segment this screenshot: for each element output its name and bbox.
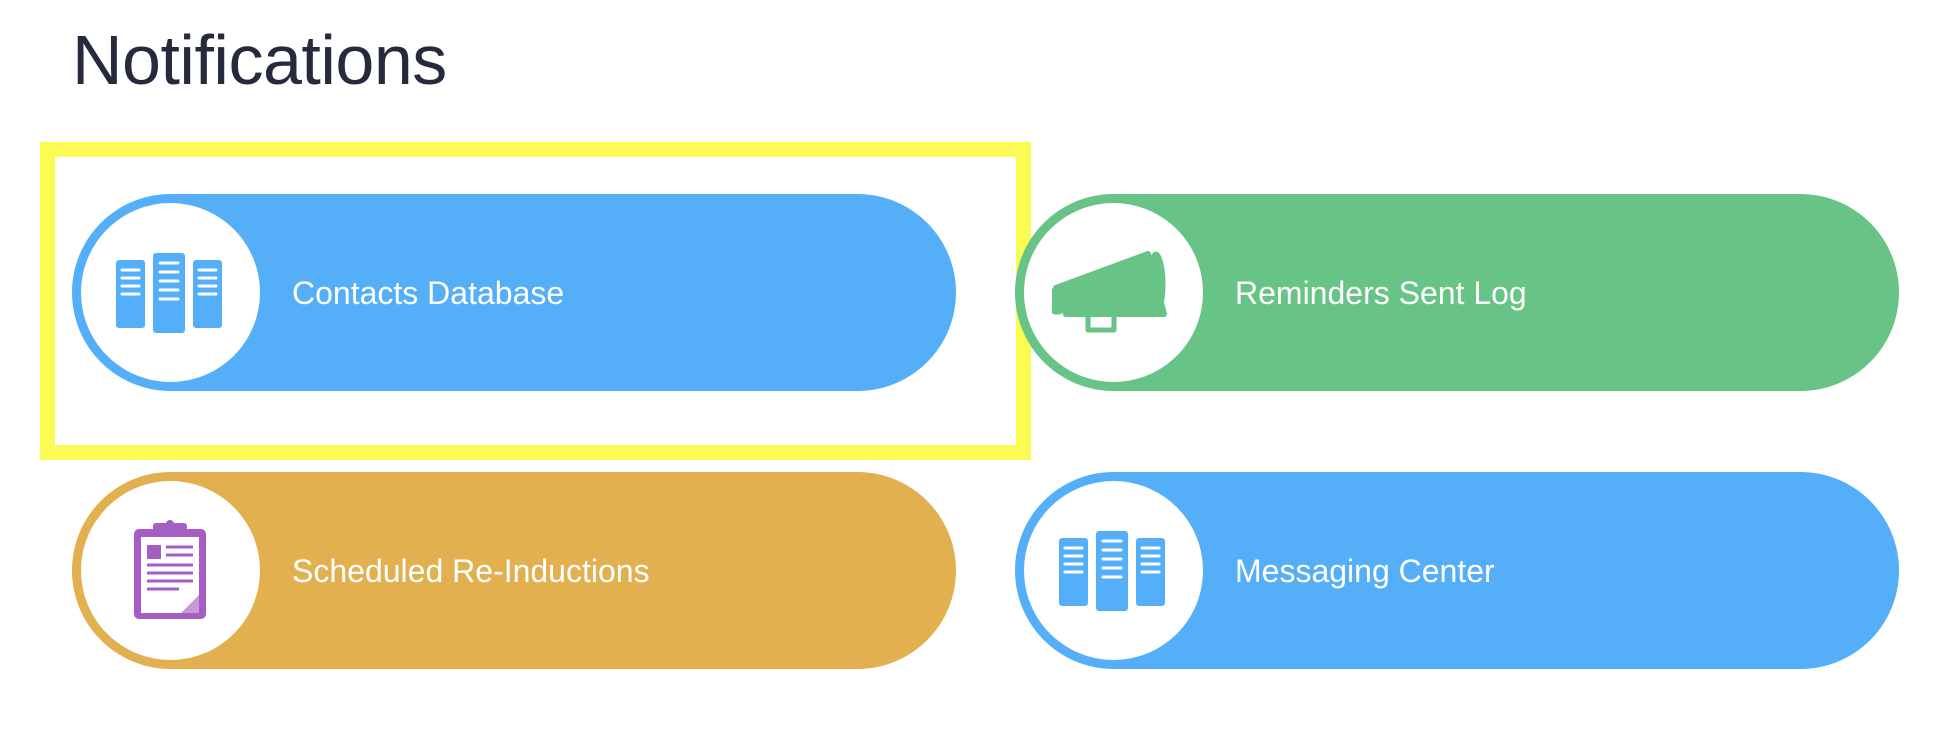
icon-circle [81,481,260,660]
scheduled-re-inductions-button[interactable]: Scheduled Re-Inductions [72,472,956,669]
icon-circle [1024,481,1203,660]
clipboard-icon [131,519,211,623]
page-title: Notifications [72,21,447,99]
tile-label: Reminders Sent Log [1235,274,1527,311]
contacts-database-button[interactable]: Contacts Database [72,194,956,391]
tile-label: Scheduled Re-Inductions [292,552,650,589]
reminders-sent-log-button[interactable]: Reminders Sent Log [1015,194,1899,391]
messaging-center-button[interactable]: Messaging Center [1015,472,1899,669]
server-rack-icon [115,252,226,333]
icon-circle [81,203,260,382]
tile-label: Messaging Center [1235,552,1495,589]
megaphone-icon [1051,248,1176,338]
selection-highlight [40,142,1031,460]
tile-label: Contacts Database [292,274,565,311]
icon-circle [1024,203,1203,382]
server-rack-icon [1058,530,1169,611]
